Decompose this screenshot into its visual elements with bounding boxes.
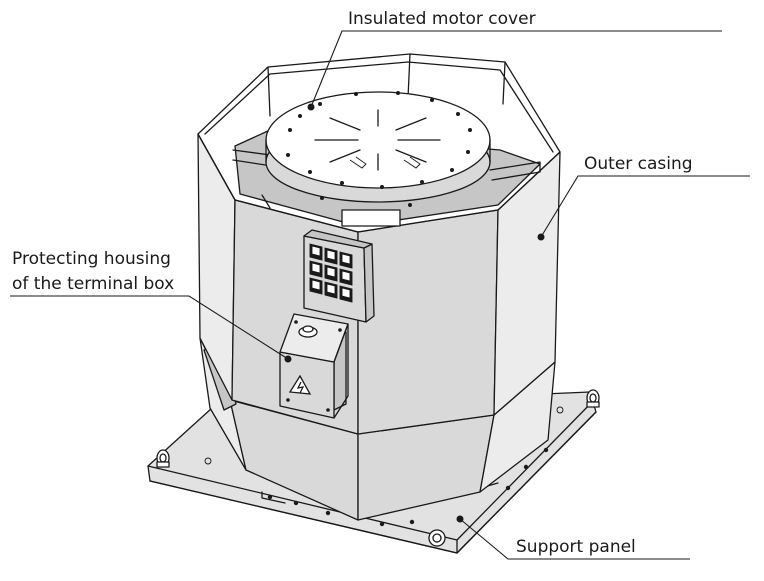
label-terminal-box-line1: Protecting housing bbox=[12, 249, 171, 269]
lifting-eye-icon bbox=[428, 529, 446, 547]
label-insulated-motor-cover: Insulated motor cover bbox=[348, 9, 536, 29]
label-support-panel: Support panel bbox=[516, 537, 636, 557]
callout-terminal-box bbox=[10, 295, 292, 363]
label-outer-casing: Outer casing bbox=[584, 154, 693, 174]
terminal-box-housing bbox=[279, 313, 349, 419]
lifting-eye-icon bbox=[156, 449, 170, 468]
ventilation-grille bbox=[303, 229, 375, 323]
label-terminal-box-line2: of the terminal box bbox=[12, 274, 174, 294]
callout-support-panel bbox=[456, 515, 690, 560]
insulated-motor-cover bbox=[265, 91, 491, 207]
callout-motor-cover bbox=[307, 30, 722, 111]
high-voltage-warning-icon bbox=[288, 374, 312, 395]
callout-outer-casing bbox=[537, 175, 750, 241]
lower-body bbox=[199, 337, 556, 521]
lifting-eye-icon bbox=[586, 389, 600, 408]
